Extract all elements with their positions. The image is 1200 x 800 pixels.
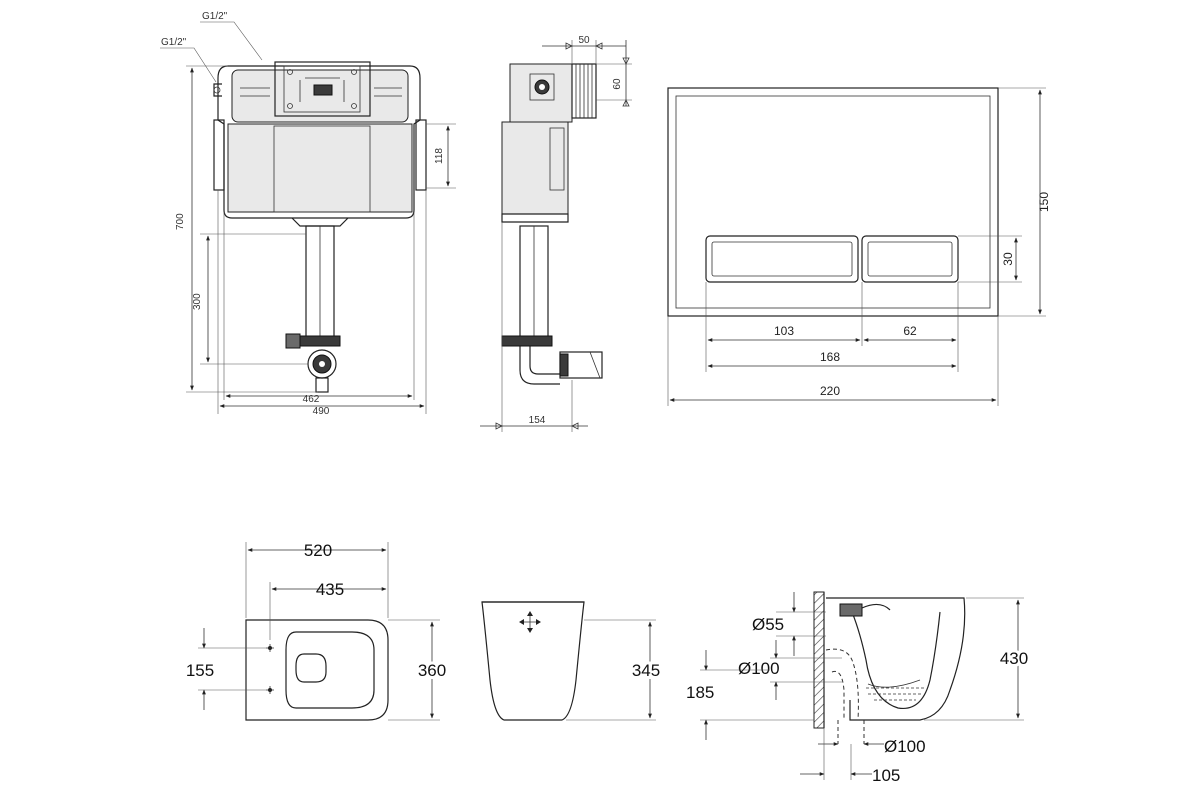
outlet-diameter-100-label: Ø100 <box>738 659 780 678</box>
button-span-168-label: 168 <box>820 350 840 364</box>
depth-154-label: 154 <box>529 415 546 426</box>
inlet-label-side: G1/2" <box>161 37 187 48</box>
outlet-offset-105-label: 105 <box>872 766 900 785</box>
top-height-60-label: 60 <box>612 78 623 90</box>
toilet-front-view <box>481 601 585 721</box>
toilet-top-view <box>245 619 389 721</box>
toilet-length-520-label: 520 <box>304 541 332 560</box>
cistern-front-view <box>213 61 427 393</box>
inlet-label-top: G1/2" <box>202 11 228 22</box>
height-700-label: 700 <box>175 213 186 230</box>
toilet-front-height-345-label: 345 <box>632 661 660 680</box>
toilet-section-dimensions: Ø55 Ø100 185 Ø100 105 430 <box>686 592 1031 785</box>
toilet-top-dimensions: 520 435 155 360 <box>186 541 449 721</box>
flush-plate-view <box>667 87 999 317</box>
button-left-103-label: 103 <box>774 324 794 338</box>
toilet-width-360-label: 360 <box>418 661 446 680</box>
button-right-62-label: 62 <box>903 324 917 338</box>
toilet-section-view <box>813 591 966 744</box>
plate-width-220-label: 220 <box>820 384 840 398</box>
flush-plate-dimensions: 150 30 103 62 168 220 <box>667 87 1051 406</box>
cistern-side-view <box>501 63 603 385</box>
cistern-front-dimensions: G1/2" G1/2" 700 300 118 462 490 <box>160 11 456 417</box>
button-height-30-label: 30 <box>1001 252 1015 266</box>
toilet-height-430-label: 430 <box>1000 649 1028 668</box>
top-depth-50-label: 50 <box>578 35 590 46</box>
width-462-label: 462 <box>303 394 320 405</box>
toilet-front-dimensions: 345 <box>566 619 663 721</box>
mount-spacing-155-label: 155 <box>186 661 214 680</box>
inlet-diameter-55-label: Ø55 <box>752 615 784 634</box>
bottom-diameter-100-label: Ø100 <box>884 737 926 756</box>
cistern-side-dimensions: 50 60 154 <box>480 35 632 432</box>
height-118-label: 118 <box>434 148 445 164</box>
width-490-label: 490 <box>313 406 330 417</box>
toilet-inner-435-label: 435 <box>316 580 344 599</box>
outlet-height-185-label: 185 <box>686 683 714 702</box>
plate-height-150-label: 150 <box>1037 192 1051 212</box>
height-300-label: 300 <box>192 293 203 310</box>
